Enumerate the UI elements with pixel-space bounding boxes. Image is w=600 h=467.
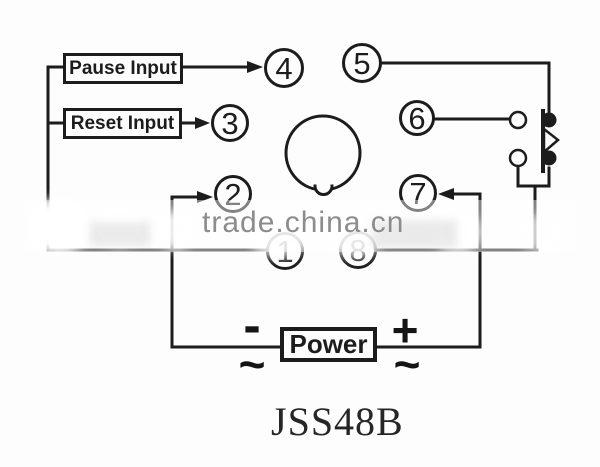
pin-number: 3 <box>221 105 239 141</box>
scan-fade-blob <box>157 210 195 250</box>
pin-terminal-5: 5 <box>342 43 382 83</box>
switch-contact-dot-bottom <box>541 150 557 166</box>
scan-fade-blob <box>96 206 142 246</box>
relay-contact-switch <box>508 109 560 252</box>
pause-input-label: Pause Input <box>69 57 177 79</box>
wire-left-bus <box>46 65 267 252</box>
reset-input-box: Reset Input <box>63 108 182 139</box>
scan-fade-blob <box>432 210 482 254</box>
scan-fade-blob <box>516 214 568 252</box>
scan-fade-blob <box>28 198 90 254</box>
wire-power-right <box>375 248 482 349</box>
pin-number: 2 <box>224 176 242 212</box>
switch-terminal-bottom <box>508 148 528 168</box>
power-box: Power <box>280 327 377 362</box>
polarity-minus-sign: - <box>236 300 268 352</box>
wire-pin5-to-switch <box>381 61 551 114</box>
pin-terminal-7: 7 <box>399 174 437 212</box>
pin-terminal-6: 6 <box>399 100 435 136</box>
pause-input-box: Pause Input <box>63 53 183 84</box>
scan-fade-blob <box>249 216 309 258</box>
arrowhead-pin2 <box>197 191 213 203</box>
scan-fade-blob <box>328 218 383 258</box>
plus-glyph: + <box>391 304 419 356</box>
switch-terminal-top <box>508 110 528 130</box>
arrowhead-pin3 <box>195 117 210 129</box>
power-label: Power <box>289 329 368 359</box>
pin-number: 6 <box>408 100 426 136</box>
reset-input-label: Reset Input <box>70 112 175 134</box>
pin-number: 4 <box>275 50 293 86</box>
socket-keyway-notch <box>313 184 334 196</box>
scan-haze <box>90 222 150 246</box>
pin-number: 7 <box>409 175 427 211</box>
wire-power-left <box>170 248 282 349</box>
tilde-glyph: ~ <box>393 338 421 390</box>
polarity-plus-sign: + <box>389 307 421 353</box>
pin-terminal-2: 2 <box>214 175 252 213</box>
arrowhead-pin7 <box>438 188 454 200</box>
model-label: JSS48B <box>271 399 404 444</box>
tilde-glyph: ~ <box>238 338 266 390</box>
ac-symbol-right: ~ <box>391 341 423 387</box>
pin-terminal-4: 4 <box>264 48 304 88</box>
pin-terminal-3: 3 <box>211 104 249 142</box>
pin-number: 5 <box>353 45 371 81</box>
minus-glyph: - <box>243 297 261 355</box>
arrowhead-pin4 <box>247 61 263 73</box>
switch-arrow-icon <box>542 126 560 155</box>
ac-symbol-left: ~ <box>236 341 268 387</box>
wire-group <box>46 61 560 349</box>
socket-outline <box>284 114 362 192</box>
scan-haze <box>372 220 457 248</box>
switch-contact-dot-top <box>541 112 557 128</box>
watermark-text: trade.china.cn <box>202 206 405 239</box>
